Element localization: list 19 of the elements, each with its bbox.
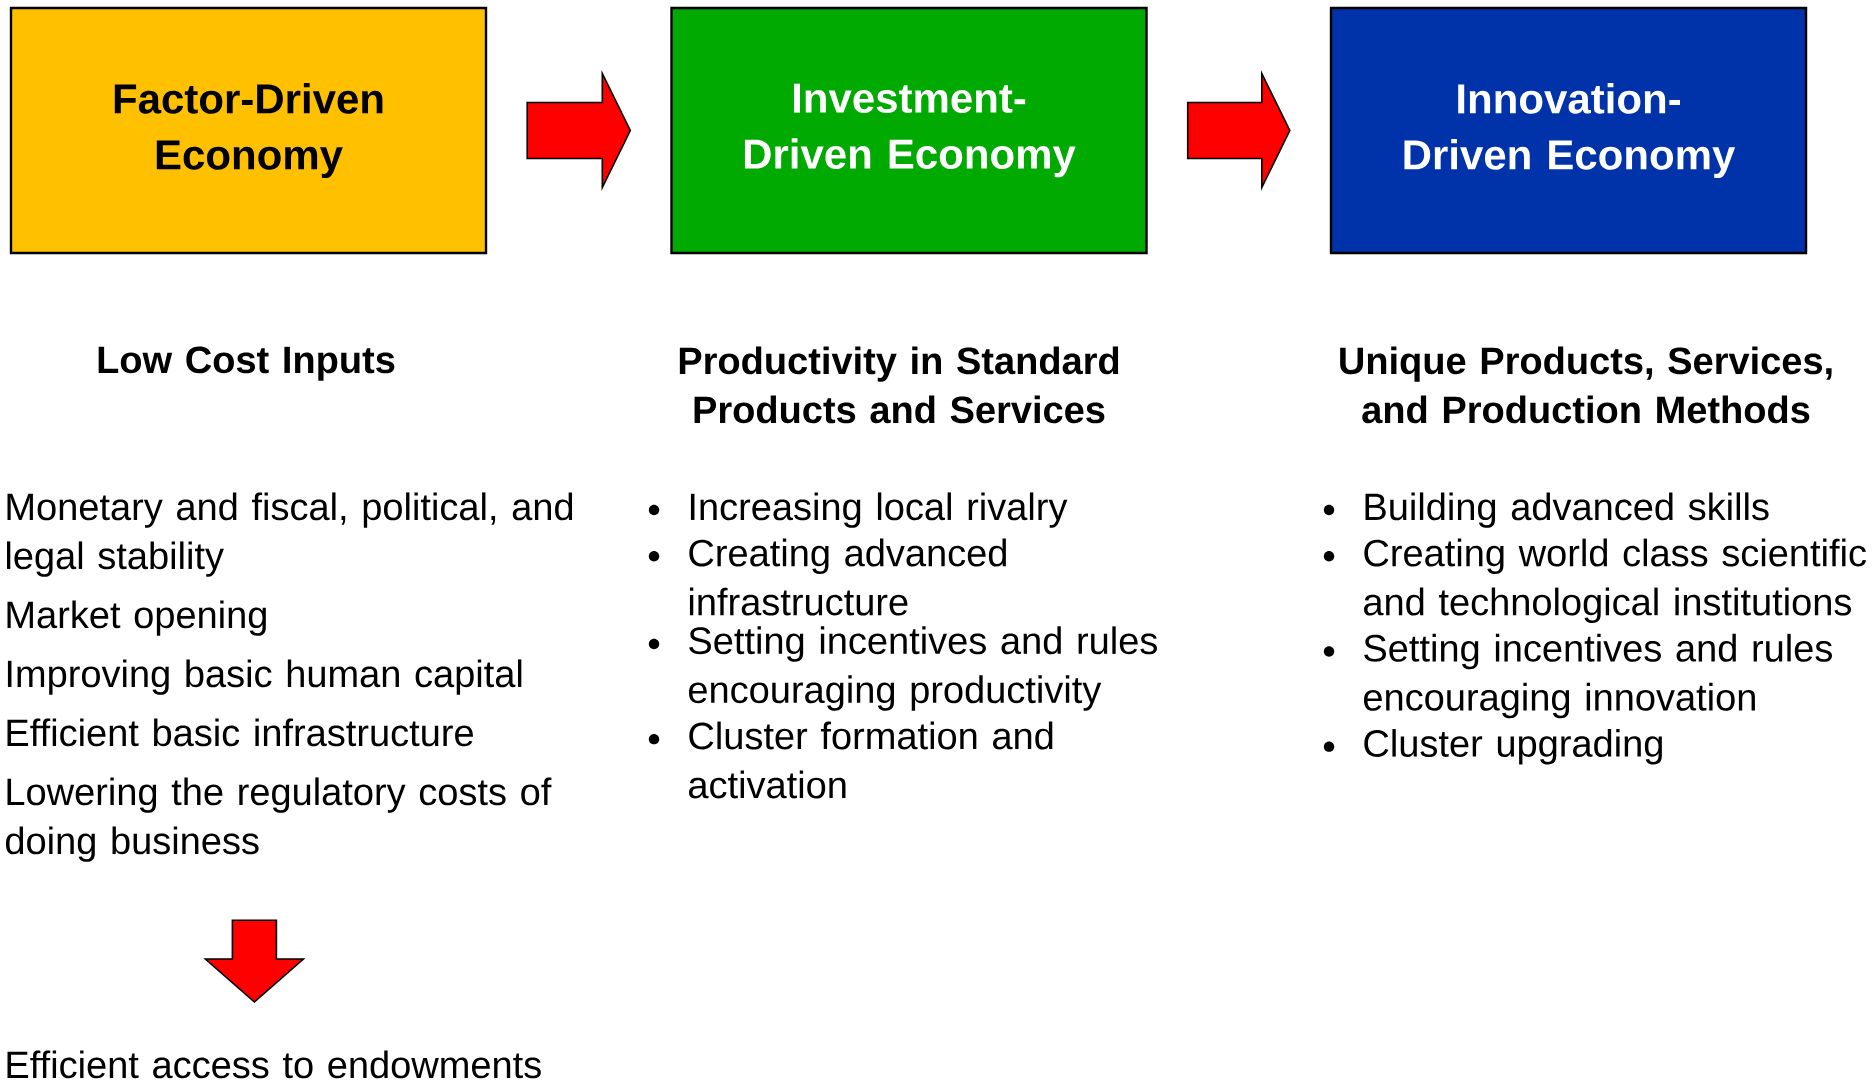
process-box: Investment- Driven Economy: [670, 6, 1148, 255]
bullet-item: Creating world class scientific and technological institutions: [1323, 538, 1866, 624]
process-box: Factor-Driven Economy: [9, 6, 488, 255]
bullet-item: Creating advanced infrastructure: [648, 538, 1006, 616]
bullet-item: Increasing local rivalry: [648, 492, 1068, 528]
bullet-item: Setting incentives and rules encouraging innovation: [1323, 633, 1832, 719]
block-arrow: [526, 70, 632, 191]
block-arrow: [203, 919, 306, 1004]
bullet-item: Cluster formation and activation: [648, 721, 1053, 799]
column-heading: Productivity in Standard Products and Services: [679, 346, 1119, 424]
bullet-item: Setting incentives and rules encouraging productivity: [648, 626, 1157, 711]
column-heading: Low Cost Inputs: [98, 346, 395, 381]
column-heading: Unique Products, Services, and Production Methods: [1340, 346, 1832, 424]
process-box: Innovation- Driven Economy: [1329, 6, 1808, 255]
bullet-item: Cluster upgrading: [1323, 729, 1662, 765]
result-text: Efficient access to endowments: [7, 1050, 541, 1079]
text-list: Monetary and fiscal, political, and legal stability Market opening Improving basic human capital Efficient basic infrastructure Lowering the regulatory costs of doing business: [6, 492, 573, 862]
block-arrow: [1186, 70, 1291, 191]
bullet-item: Building advanced skills: [1323, 492, 1769, 528]
